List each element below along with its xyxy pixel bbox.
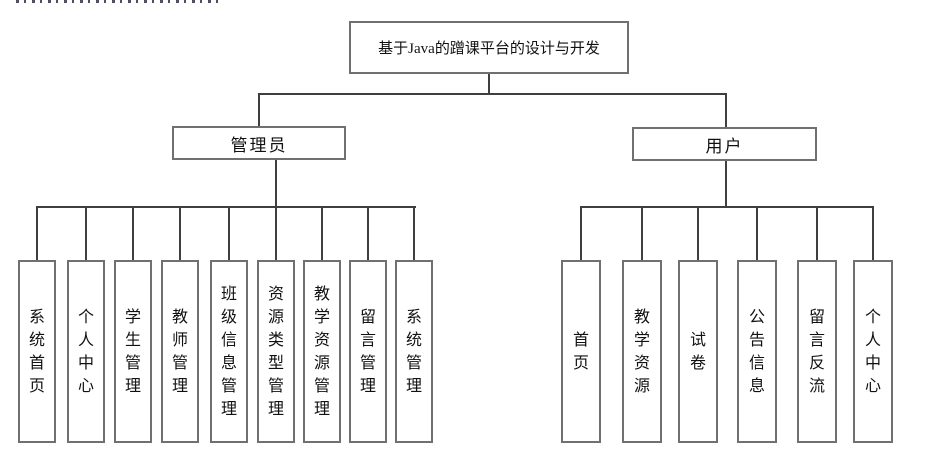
leaf-label: 留言反流 <box>808 308 825 395</box>
admin-leaf-class-info-mgmt: 班级信息管理 <box>210 260 248 443</box>
admin-stub-line-7 <box>321 206 323 260</box>
admin-leaf-teaching-res-mgmt: 教学资源管理 <box>303 260 341 443</box>
leaf-label: 教师管理 <box>171 308 188 395</box>
user-leaf-message-feedback: 留言反流 <box>797 260 837 443</box>
user-leaf-home: 首页 <box>561 260 601 443</box>
admin-leaf-teacher-mgmt: 教师管理 <box>161 260 199 443</box>
admin-stub-line-4 <box>179 206 181 260</box>
admin-stub-line-6 <box>275 206 277 260</box>
root-node: 基于Java的蹭课平台的设计与开发 <box>349 21 629 74</box>
admin-leaf-message-mgmt: 留言管理 <box>349 260 387 443</box>
admin-stem-line <box>275 160 277 206</box>
admin-stub-line-8 <box>367 206 369 260</box>
admin-stub-line-1 <box>36 206 38 260</box>
leaf-label: 首页 <box>572 331 589 372</box>
leaf-label: 留言管理 <box>359 308 376 395</box>
user-stub-line-1 <box>580 206 582 260</box>
user-branch-label: 用户 <box>705 136 744 156</box>
user-stem-line <box>725 161 727 206</box>
leaf-label: 系统管理 <box>405 308 422 395</box>
leaf-label: 个人中心 <box>77 308 94 395</box>
leaf-label: 系统首页 <box>28 308 45 395</box>
admin-leaf-resource-type-mgmt: 资源类型管理 <box>257 260 295 443</box>
leaf-label: 教学资源管理 <box>313 285 330 418</box>
admin-leaf-student-mgmt: 学生管理 <box>114 260 152 443</box>
admin-stub-line-9 <box>413 206 415 260</box>
user-fan-horizontal-line <box>580 206 874 208</box>
admin-leaf-system-home: 系统首页 <box>18 260 56 443</box>
admin-stub-line-5 <box>228 206 230 260</box>
user-stub-line-2 <box>641 206 643 260</box>
user-leaf-announcement: 公告信息 <box>737 260 777 443</box>
user-stub-line-4 <box>756 206 758 260</box>
user-stub-line-5 <box>816 206 818 260</box>
admin-leaf-personal-center: 个人中心 <box>67 260 105 443</box>
user-leaf-personal-center: 个人中心 <box>853 260 893 443</box>
user-stub-line-6 <box>872 206 874 260</box>
admin-branch-node: 管理员 <box>172 126 346 160</box>
root-stem-line <box>488 74 490 93</box>
admin-drop-line <box>258 93 260 126</box>
admin-stub-line-2 <box>85 206 87 260</box>
root-node-label: 基于Java的蹭课平台的设计与开发 <box>378 41 600 57</box>
admin-stub-line-3 <box>132 206 134 260</box>
leaf-label: 学生管理 <box>124 308 141 395</box>
leaf-label: 班级信息管理 <box>220 285 237 418</box>
leaf-label: 个人中心 <box>864 308 881 395</box>
leaf-label: 公告信息 <box>748 308 765 395</box>
admin-leaf-system-mgmt: 系统管理 <box>395 260 433 443</box>
user-leaf-exam-paper: 试卷 <box>678 260 718 443</box>
cropped-text-fragments <box>16 0 222 3</box>
leaf-label: 资源类型管理 <box>267 285 284 418</box>
user-stub-line-3 <box>697 206 699 260</box>
user-branch-node: 用户 <box>632 127 817 161</box>
leaf-label: 试卷 <box>689 331 706 372</box>
user-drop-line <box>725 93 727 127</box>
leaf-label: 教学资源 <box>633 308 650 395</box>
user-leaf-teaching-res: 教学资源 <box>622 260 662 443</box>
admin-fan-horizontal-line <box>36 206 416 208</box>
admin-branch-label: 管理员 <box>230 135 288 155</box>
level1-horizontal-line <box>258 93 727 95</box>
